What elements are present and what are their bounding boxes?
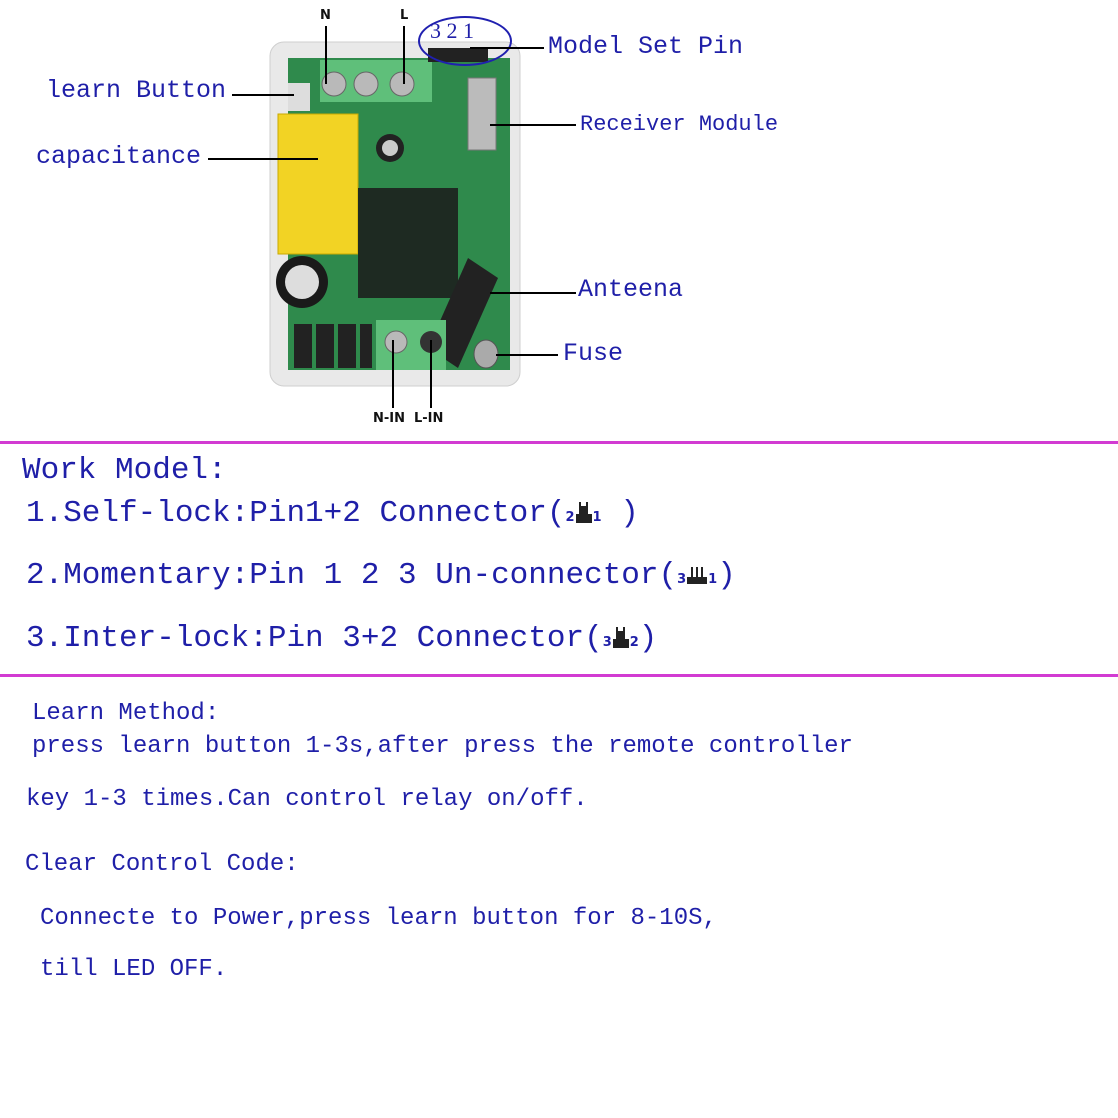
work-model-item-momentary: 2.Momentary:Pin 1 2 3 Un-connector(3 1) — [26, 558, 736, 593]
leader-line — [490, 124, 576, 126]
clear-code-line-1: Connecte to Power,press learn button for… — [40, 905, 717, 932]
work-model-item-text: 2.Momentary:Pin 1 2 3 Un-connector( — [26, 558, 678, 593]
terminal-label-n-in: N-IN — [373, 411, 405, 426]
callout-model-set-pin: Model Set Pin — [548, 32, 744, 61]
terminal-label-n: N — [320, 8, 331, 23]
learn-method-title: Learn Method: — [32, 700, 220, 727]
callout-capacitance: capacitance — [36, 142, 202, 171]
paren: ) — [638, 621, 658, 656]
terminal-label-l: L — [400, 8, 409, 23]
section-divider — [0, 674, 1118, 677]
section-divider — [0, 441, 1118, 444]
callout-fuse: Fuse — [563, 339, 624, 368]
jumper-connected-icon — [612, 626, 629, 648]
work-model-title: Work Model: — [22, 453, 227, 488]
terminal-label-l-in: L-IN — [414, 411, 444, 426]
jumper-open-icon — [687, 566, 708, 584]
callout-learn-button: learn Button — [46, 76, 227, 105]
work-model-item-text: 3.Inter-lock:Pin 3+2 Connector( — [26, 621, 603, 656]
pin-number: 2 — [565, 510, 575, 525]
paren: ) — [717, 558, 736, 593]
leader-line — [392, 340, 394, 408]
leader-line — [430, 340, 432, 408]
clear-code-line-2: till LED OFF. — [40, 956, 228, 983]
work-model-item-self-lock: 1.Self-lock:Pin1+2 Connector(2 1 ) — [26, 496, 639, 531]
leader-line — [325, 26, 327, 84]
relay-board-photo — [268, 38, 523, 390]
leader-line — [470, 47, 544, 49]
leader-line — [490, 292, 576, 294]
clear-code-title: Clear Control Code: — [25, 851, 299, 878]
pin-number: 3 — [602, 635, 612, 650]
leader-line — [232, 94, 294, 96]
model-set-pin-highlight — [418, 16, 512, 66]
leader-line — [208, 158, 318, 160]
pin-number: 2 — [629, 635, 639, 650]
leader-line — [403, 26, 405, 84]
work-model-item-inter-lock: 3.Inter-lock:Pin 3+2 Connector(3 2) — [26, 621, 657, 656]
pin-numbers: 3 2 1 — [430, 18, 474, 43]
learn-method-line-1: press learn button 1-3s,after press the … — [32, 733, 853, 760]
callout-receiver-module: Receiver Module — [580, 112, 779, 137]
pin-number: 3 — [677, 572, 687, 587]
paren: ) — [601, 496, 639, 531]
callout-antenna: Anteena — [578, 275, 684, 304]
leader-line — [496, 354, 558, 356]
learn-method-line-2: key 1-3 times.Can control relay on/off. — [26, 786, 588, 813]
jumper-connected-icon — [575, 501, 592, 523]
pin-number: 1 — [592, 510, 602, 525]
work-model-item-text: 1.Self-lock:Pin1+2 Connector( — [26, 496, 566, 531]
pin-number: 1 — [708, 572, 718, 587]
